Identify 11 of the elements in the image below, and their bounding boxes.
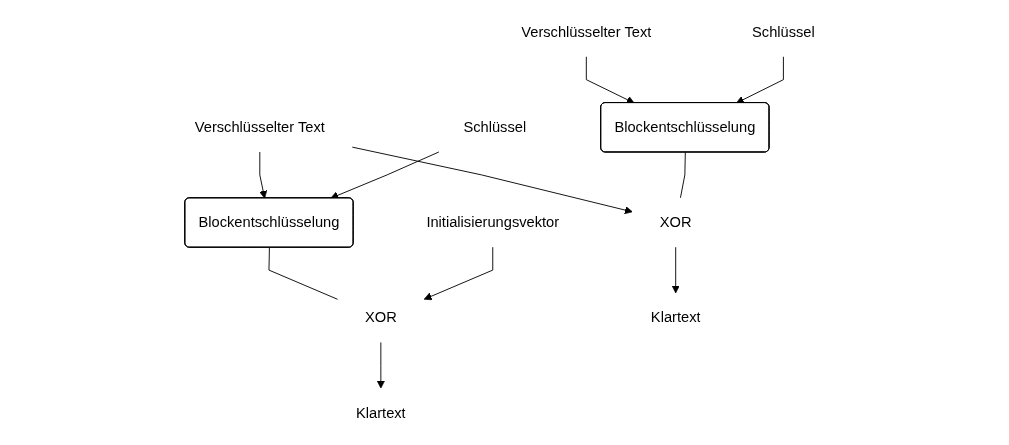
connector bbox=[268, 247, 338, 300]
node-text: Verschlüsselter Text bbox=[521, 23, 652, 40]
node-text: Schlüssel bbox=[463, 119, 526, 135]
node-text: Klartext bbox=[650, 309, 701, 326]
node-text: XOR bbox=[659, 214, 692, 230]
node-text: Verschlüsselter Text bbox=[194, 119, 325, 135]
node-text: Initialisierungsvektor bbox=[426, 214, 559, 230]
node-text: Schlüssel bbox=[751, 23, 815, 40]
node-text: XOR bbox=[364, 309, 397, 326]
connector bbox=[679, 152, 686, 199]
node-text: Klartext bbox=[355, 404, 406, 421]
